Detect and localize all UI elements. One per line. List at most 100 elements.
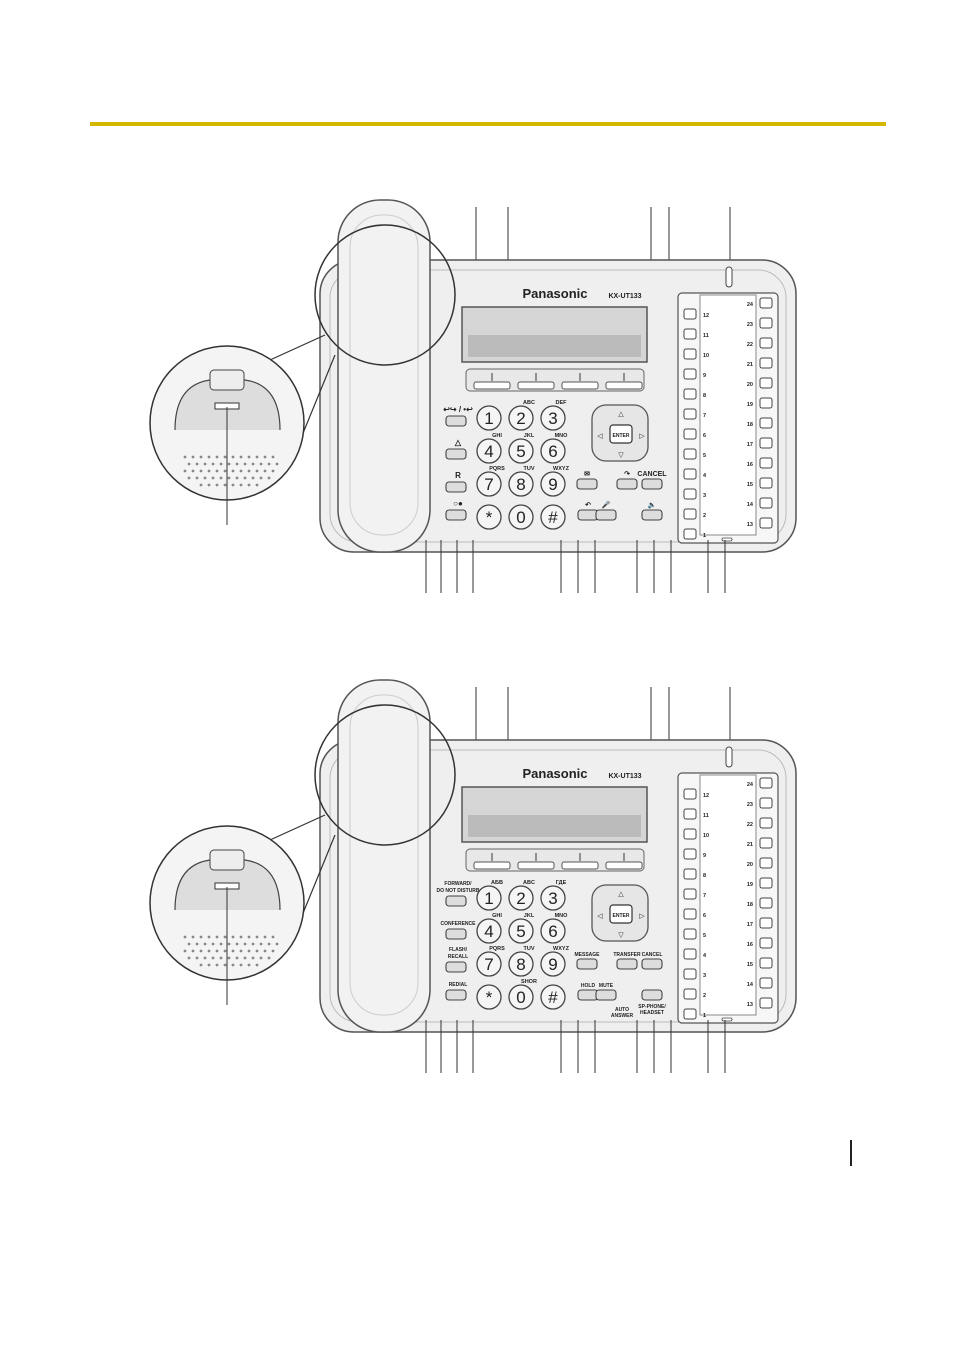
speaker-dot	[203, 476, 207, 480]
dial-key	[508, 885, 534, 911]
dss-key-left	[683, 348, 697, 360]
auto-answer-label: AUTO	[615, 1007, 629, 1013]
magnifier-link	[269, 814, 326, 841]
dial-key-label: #	[548, 988, 558, 1007]
speaker-dot	[207, 469, 211, 473]
speaker-dot	[187, 476, 191, 480]
speaker-dot	[243, 476, 247, 480]
speaker-dot	[199, 455, 203, 459]
fn-key-right	[577, 989, 599, 1001]
dial-key	[476, 984, 502, 1010]
speaker-dot	[259, 942, 263, 946]
fn-key-label: △	[454, 438, 462, 447]
fn-key-label: CANCEL	[637, 471, 667, 478]
dss-number-right: 21	[747, 842, 753, 848]
handset-inner	[349, 214, 419, 536]
dss-number-right: 22	[747, 342, 753, 348]
dial-key	[476, 438, 502, 464]
speaker-dot	[223, 963, 227, 967]
fn-key-left	[445, 509, 467, 521]
dial-key-letters: MNO	[555, 913, 569, 919]
speaker-dot	[195, 942, 199, 946]
dss-number-right: 19	[747, 402, 753, 408]
dss-label-card	[699, 774, 757, 1016]
dial-key-label: 4	[484, 442, 493, 461]
dss-key-right	[759, 857, 773, 869]
speaker-dot	[259, 956, 263, 960]
dss-key-right	[759, 297, 773, 309]
speaker-dot	[235, 476, 239, 480]
hook-switch	[209, 849, 245, 871]
fn-key-label: ✉	[584, 471, 590, 478]
dial-key-label: 3	[548, 889, 557, 908]
speaker-dot	[223, 935, 227, 939]
speaker-dot	[211, 942, 215, 946]
dial-key	[476, 504, 502, 530]
dial-key-label: #	[548, 508, 558, 527]
dss-number-left: 2	[703, 513, 706, 519]
fn-key-label: MUTE	[599, 983, 614, 989]
fn-key-right	[616, 958, 638, 970]
speaker-dot	[215, 949, 219, 953]
enter-label: ENTER	[613, 433, 630, 439]
dss-number-left: 9	[703, 373, 706, 379]
speaker-dot	[207, 935, 211, 939]
dss-number-right: 24	[747, 782, 754, 788]
speaker-dot	[251, 942, 255, 946]
speaker-dot	[191, 469, 195, 473]
dial-key	[508, 438, 534, 464]
speaker-dot	[195, 956, 199, 960]
header-rule	[90, 122, 886, 126]
speaker-dot	[239, 963, 243, 967]
dss-key-left	[683, 808, 697, 820]
fn-key-label: HOLD	[581, 983, 596, 989]
speaker-dot	[183, 455, 187, 459]
dss-key-right	[759, 397, 773, 409]
dss-number-left: 8	[703, 393, 706, 399]
dial-key-letters: TUV	[524, 466, 535, 472]
speaker-dot	[247, 469, 251, 473]
dss-number-left: 9	[703, 853, 706, 859]
fn-key-label: SP-PHONE/	[638, 1004, 666, 1010]
speaker-dot	[219, 942, 223, 946]
dial-key-label: *	[486, 508, 493, 527]
speaker-dot	[203, 462, 207, 466]
phone-base	[319, 739, 797, 1033]
dss-number-right: 13	[747, 1002, 753, 1008]
dial-key	[508, 951, 534, 977]
dss-number-right: 16	[747, 942, 753, 948]
fn-key-label: MESSAGE	[574, 952, 600, 958]
fn-key-left	[445, 448, 467, 460]
dss-key-right	[759, 837, 773, 849]
dial-key	[476, 405, 502, 431]
mic-hole	[721, 1017, 733, 1022]
dss-key-left	[683, 468, 697, 480]
fn-key-left	[445, 415, 467, 427]
speaker-dot	[255, 469, 259, 473]
dial-key-label: 2	[516, 409, 525, 428]
dial-key-label: 2	[516, 889, 525, 908]
dss-key-left	[683, 408, 697, 420]
message-led	[725, 266, 733, 288]
dss-key-left	[683, 988, 697, 1000]
speaker-dot	[231, 949, 235, 953]
dss-key-left	[683, 448, 697, 460]
speaker-dot	[271, 949, 275, 953]
dss-label-card	[699, 294, 757, 536]
dss-key-left	[683, 868, 697, 880]
dial-key-letters: ГДЕ	[556, 880, 567, 886]
fn-key-left	[445, 928, 467, 940]
speaker-dot	[215, 963, 219, 967]
speaker-dot	[239, 483, 243, 487]
speaker-dot	[223, 469, 227, 473]
speaker-dot	[183, 469, 187, 473]
speaker-dot	[215, 455, 219, 459]
speaker-dot	[267, 956, 271, 960]
dss-number-right: 16	[747, 462, 753, 468]
speaker-dot	[255, 963, 259, 967]
dss-key-left	[683, 388, 697, 400]
speaker-dot	[239, 469, 243, 473]
dss-key-right	[759, 917, 773, 929]
fn-key-right	[576, 478, 598, 490]
